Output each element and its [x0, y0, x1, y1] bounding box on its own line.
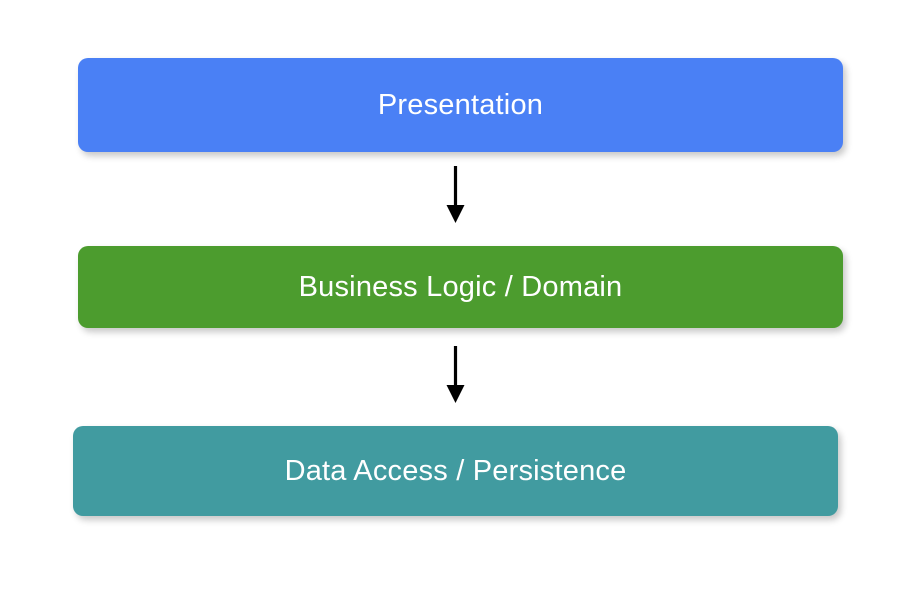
- diagram-node-business-logic[interactable]: Business Logic / Domain: [78, 246, 843, 328]
- diagram-node-label: Business Logic / Domain: [298, 270, 623, 303]
- arrowhead-down-icon: [446, 385, 465, 403]
- diagram-node-presentation[interactable]: Presentation: [78, 58, 843, 152]
- diagram-node-data-access[interactable]: Data Access / Persistence: [73, 426, 838, 516]
- diagram-node-label: Presentation: [377, 88, 544, 121]
- diagram-node-label: Data Access / Persistence: [284, 454, 627, 487]
- arrowhead-down-icon: [446, 205, 465, 223]
